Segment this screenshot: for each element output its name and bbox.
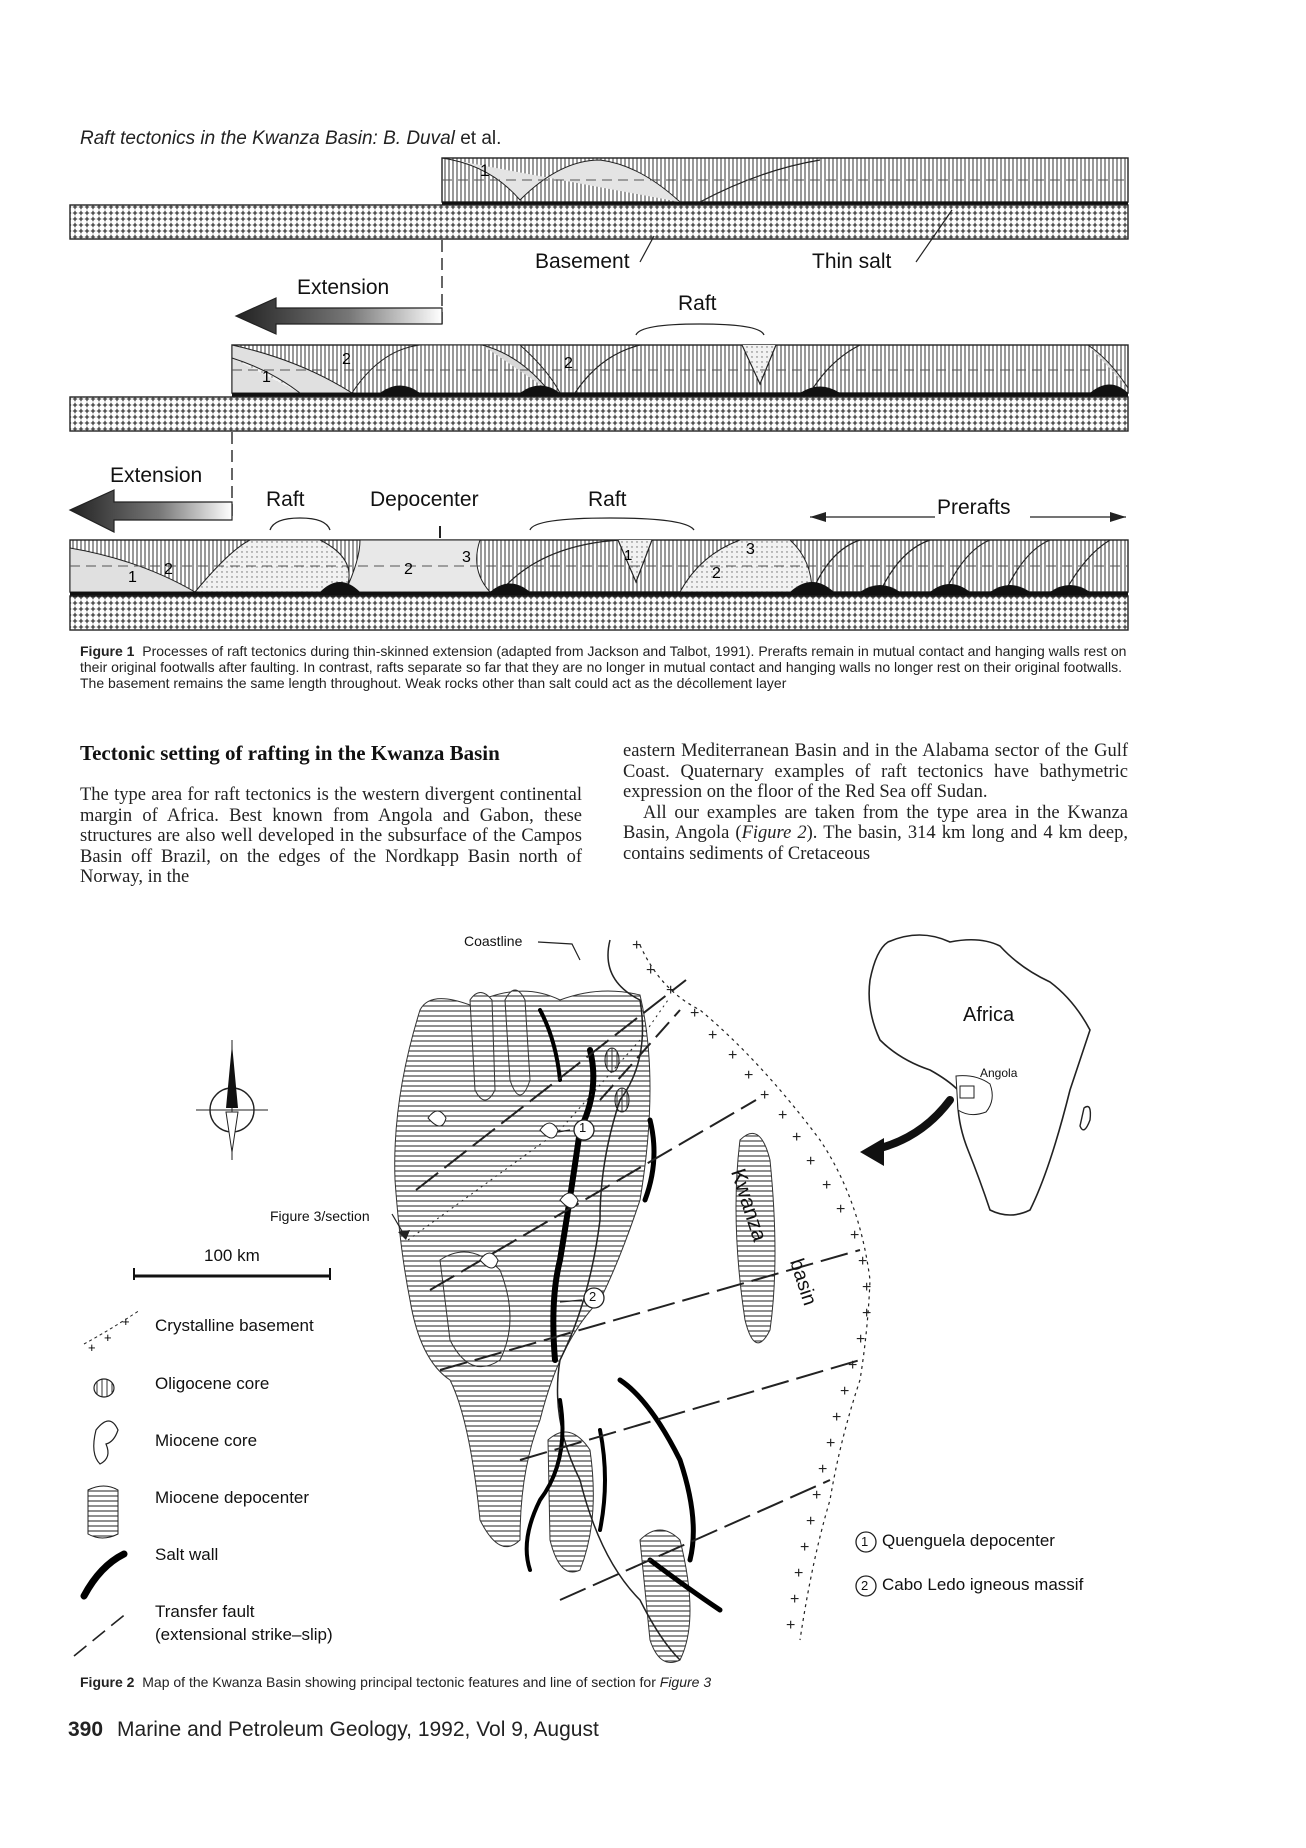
legend-oligocene-core: Oligocene core xyxy=(155,1374,269,1394)
map-marker-1: 1 xyxy=(579,1120,586,1135)
figure1-caption: Figure 1 Processes of raft tectonics dur… xyxy=(80,643,1128,691)
svg-text:+: + xyxy=(760,1087,769,1104)
label-extension-1: Extension xyxy=(297,276,389,300)
right-paragraph-1: eastern Mediterranean Basin and in the A… xyxy=(623,741,1128,803)
legend-symbols: + + + xyxy=(74,1310,140,1656)
label-thin-salt: Thin salt xyxy=(812,250,891,274)
svg-text:+: + xyxy=(826,1435,835,1452)
figure2-caption-label: Figure 2 xyxy=(80,1674,134,1690)
svg-text:+: + xyxy=(862,1279,871,1296)
legend-num-2: 2 xyxy=(861,1578,868,1593)
label-coastline: Coastline xyxy=(464,933,522,949)
scale-bar xyxy=(134,1268,330,1280)
figure3-ref: Figure 3 xyxy=(660,1674,711,1690)
legend-miocene-depocenter: Miocene depocenter xyxy=(155,1488,309,1508)
label-raft-1: Raft xyxy=(678,292,717,316)
running-title-etal: et al. xyxy=(460,128,501,149)
legend-transfer-fault: Transfer fault xyxy=(155,1602,255,1622)
svg-text:+: + xyxy=(708,1027,717,1044)
label-angola: Angola xyxy=(980,1066,1017,1080)
figure1-caption-text: Processes of raft tectonics during thin-… xyxy=(80,643,1126,691)
legend-transfer-fault-sub: (extensional strike–slip) xyxy=(155,1625,333,1645)
svg-text:+: + xyxy=(666,982,675,999)
left-paragraph: The type area for raft tectonics is the … xyxy=(80,785,582,888)
svg-text:+: + xyxy=(836,1201,845,1218)
page-number: 390 xyxy=(68,1718,103,1741)
svg-text:2: 2 xyxy=(712,565,721,582)
label-extension-2: Extension xyxy=(110,464,202,488)
svg-text:2: 2 xyxy=(164,561,173,578)
fig1-panel-3: 1 2 2 3 2 3 1 xyxy=(70,540,1128,630)
section-heading: Tectonic setting of rafting in the Kwanz… xyxy=(80,741,500,766)
fig1-panel-1: 1 xyxy=(70,158,1128,330)
svg-text:+: + xyxy=(794,1565,803,1582)
svg-text:+: + xyxy=(856,1331,865,1348)
label-raft-3: Raft xyxy=(588,488,627,512)
label-raft-2: Raft xyxy=(266,488,305,512)
label-scale: 100 km xyxy=(204,1246,260,1266)
label-figure3-section: Figure 3/section xyxy=(270,1208,370,1224)
figure2-caption: Figure 2 Map of the Kwanza Basin showing… xyxy=(80,1674,1128,1690)
svg-text:+: + xyxy=(818,1461,827,1478)
running-title: Raft tectonics in the Kwanza Basin: B. D… xyxy=(80,128,455,149)
north-arrow-icon xyxy=(196,1040,268,1160)
label-prerafts: Prerafts xyxy=(937,496,1011,520)
svg-text:+: + xyxy=(806,1513,815,1530)
svg-text:2: 2 xyxy=(404,561,413,578)
extension-arrow-2 xyxy=(70,490,232,532)
svg-text:+: + xyxy=(790,1591,799,1608)
svg-text:+: + xyxy=(862,1305,871,1322)
svg-text:+: + xyxy=(646,962,655,979)
svg-text:+: + xyxy=(728,1047,737,1064)
svg-text:+: + xyxy=(832,1409,841,1426)
svg-text:+: + xyxy=(690,1005,699,1022)
figure2-caption-text: Map of the Kwanza Basin showing principa… xyxy=(142,1674,656,1690)
legend-miocene-core: Miocene core xyxy=(155,1431,257,1451)
running-header: Raft tectonics in the Kwanza Basin: B. D… xyxy=(80,128,501,150)
svg-text:1: 1 xyxy=(480,161,489,180)
svg-text:+: + xyxy=(812,1487,821,1504)
svg-text:+: + xyxy=(806,1153,815,1170)
legend-quenguela: Quenguela depocenter xyxy=(882,1531,1055,1551)
page-footer: 390 Marine and Petroleum Geology, 1992, V… xyxy=(68,1718,599,1742)
svg-text:+: + xyxy=(744,1067,753,1084)
legend-crystalline-basement: Crystalline basement xyxy=(155,1316,314,1336)
svg-text:+: + xyxy=(858,1253,867,1270)
svg-text:+: + xyxy=(850,1227,859,1244)
svg-text:+: + xyxy=(840,1383,849,1400)
svg-text:+: + xyxy=(786,1617,795,1634)
svg-text:+: + xyxy=(822,1177,831,1194)
map-marker-2: 2 xyxy=(589,1289,596,1304)
svg-text:2: 2 xyxy=(564,355,573,372)
legend-num-1: 1 xyxy=(861,1534,868,1549)
right-column: eastern Mediterranean Basin and in the A… xyxy=(623,741,1128,864)
figure1-caption-label: Figure 1 xyxy=(80,643,134,659)
journal-citation: Marine and Petroleum Geology, 1992, Vol … xyxy=(117,1718,599,1741)
svg-text:+: + xyxy=(632,937,641,954)
left-column: The type area for raft tectonics is the … xyxy=(80,785,582,888)
svg-text:3: 3 xyxy=(746,541,755,558)
extension-arrow-1 xyxy=(236,298,442,334)
legend-salt-wall: Salt wall xyxy=(155,1545,218,1565)
legend-cabo-ledo: Cabo Ledo igneous massif xyxy=(882,1575,1083,1595)
svg-text:+: + xyxy=(848,1357,857,1374)
svg-text:1: 1 xyxy=(128,569,137,586)
figure2-ref: Figure 2 xyxy=(742,823,807,843)
svg-text:+: + xyxy=(800,1539,809,1556)
svg-text:+: + xyxy=(104,1330,112,1345)
svg-text:1: 1 xyxy=(262,369,271,386)
label-depocenter: Depocenter xyxy=(370,488,479,512)
svg-text:3: 3 xyxy=(462,549,471,566)
svg-text:1: 1 xyxy=(624,547,632,564)
right-paragraph-2: All our examples are taken from the type… xyxy=(623,803,1128,865)
svg-text:+: + xyxy=(122,1314,130,1329)
label-africa: Africa xyxy=(963,1004,1014,1027)
label-basement: Basement xyxy=(535,250,630,274)
svg-text:2: 2 xyxy=(342,351,351,368)
svg-text:+: + xyxy=(88,1340,96,1355)
svg-text:+: + xyxy=(778,1107,787,1124)
svg-text:+: + xyxy=(792,1129,801,1146)
